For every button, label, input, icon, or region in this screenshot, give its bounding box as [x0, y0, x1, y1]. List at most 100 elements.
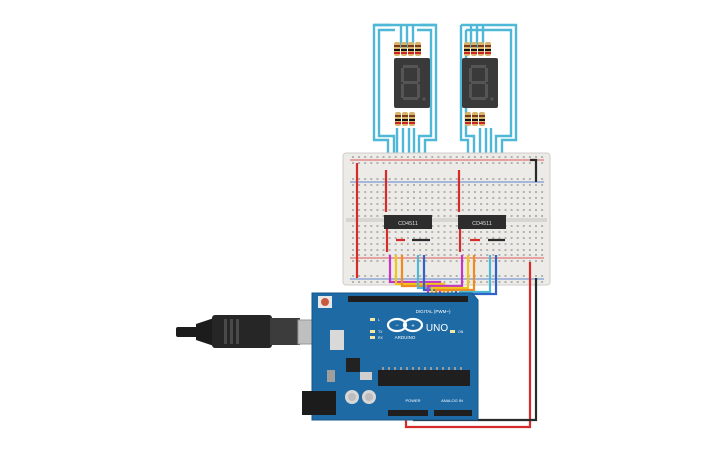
breadboard-hole: [364, 231, 367, 233]
breadboard-hole: [522, 215, 525, 217]
breadboard-hole: [480, 178, 483, 180]
breadboard-hole: [486, 260, 489, 262]
breadboard-hole: [394, 231, 397, 233]
breadboard-hole: [400, 156, 403, 158]
breadboard-hole: [443, 243, 446, 245]
breadboard-hole: [358, 225, 361, 227]
breadboard-hole: [474, 184, 476, 186]
breadboard-hole: [516, 254, 519, 256]
breadboard-holes: [352, 156, 544, 283]
breadboard-hole: [480, 249, 483, 251]
breadboard-hole: [449, 191, 452, 193]
breadboard-hole: [449, 260, 452, 262]
breadboard-hole: [388, 156, 391, 158]
breadboard-hole: [449, 162, 452, 164]
led-label-rx: RX: [378, 336, 384, 340]
breadboard-hole: [461, 249, 464, 251]
breadboard-hole: [419, 156, 422, 158]
breadboard-hole: [431, 254, 434, 256]
breadboard-hole: [370, 184, 373, 186]
breadboard-hole: [358, 209, 361, 211]
breadboard-hole: [425, 243, 428, 245]
breadboard-hole: [376, 209, 379, 211]
breadboard-hole: [358, 254, 361, 256]
resistors-top-left: [394, 42, 421, 56]
power-header[interactable]: [388, 410, 428, 416]
breadboard-hole: [400, 231, 403, 233]
breadboard-hole: [431, 162, 434, 164]
breadboard-hole: [510, 249, 513, 251]
breadboard-hole: [376, 191, 379, 193]
breadboard-hole: [431, 209, 434, 211]
breadboard[interactable]: [342, 152, 551, 286]
breadboard-hole: [425, 178, 428, 180]
breadboard-hole: [541, 215, 544, 217]
arduino-uno-board[interactable]: DIGITAL (PWM~) − + UNO ARDUINO L TX RX O…: [302, 292, 479, 421]
analog-label: ANALOG IN: [441, 398, 463, 403]
breadboard-hole: [461, 162, 464, 164]
breadboard-hole: [370, 281, 373, 283]
breadboard-hole: [498, 254, 501, 256]
power-jack[interactable]: [302, 391, 336, 415]
breadboard-hole: [382, 231, 385, 233]
breadboard-hole: [474, 191, 476, 193]
ic-cd4511-left[interactable]: CD4511: [384, 215, 432, 229]
breadboard-hole: [516, 281, 519, 283]
breadboard-hole: [516, 178, 519, 180]
breadboard-hole: [413, 197, 415, 199]
breadboard-hole: [382, 225, 385, 227]
breadboard-hole: [400, 203, 403, 205]
breadboard-hole: [425, 197, 428, 199]
breadboard-hole: [480, 209, 483, 211]
seven-segment-display-right[interactable]: [462, 58, 498, 108]
breadboard-hole: [467, 191, 470, 193]
breadboard-hole: [461, 203, 464, 205]
analog-header[interactable]: [434, 410, 472, 416]
breadboard-hole: [474, 197, 476, 199]
breadboard-hole: [431, 215, 434, 217]
digital-header[interactable]: [348, 296, 468, 302]
breadboard-hole: [425, 249, 428, 251]
breadboard-hole: [504, 156, 507, 158]
breadboard-hole: [467, 178, 470, 180]
breadboard-hole: [492, 184, 495, 186]
breadboard-hole: [400, 184, 403, 186]
led-label-tx: TX: [378, 330, 383, 334]
breadboard-hole: [437, 254, 440, 256]
breadboard-hole: [364, 209, 367, 211]
breadboard-hole: [498, 249, 501, 251]
ic-cd4511-right[interactable]: CD4511: [458, 215, 506, 229]
breadboard-hole: [388, 197, 391, 199]
breadboard-hole: [480, 281, 483, 283]
breadboard-hole: [352, 184, 354, 186]
breadboard-hole: [467, 209, 470, 211]
breadboard-hole: [352, 254, 354, 256]
breadboard-hole: [382, 237, 385, 239]
breadboard-hole: [486, 249, 489, 251]
breadboard-hole: [443, 249, 446, 251]
breadboard-hole: [413, 249, 415, 251]
seven-segment-display-left[interactable]: [394, 58, 430, 108]
breadboard-hole: [492, 203, 495, 205]
breadboard-hole: [400, 178, 403, 180]
breadboard-hole: [394, 249, 397, 251]
breadboard-hole: [388, 237, 391, 239]
breadboard-hole: [455, 156, 458, 158]
breadboard-hole: [443, 162, 446, 164]
breadboard-hole: [443, 209, 446, 211]
breadboard-hole: [358, 184, 361, 186]
breadboard-hole: [486, 203, 489, 205]
breadboard-hole: [455, 237, 458, 239]
breadboard-hole: [522, 254, 525, 256]
breadboard-hole: [364, 254, 367, 256]
breadboard-hole: [516, 249, 519, 251]
breadboard-hole: [419, 162, 422, 164]
breadboard-hole: [437, 156, 440, 158]
breadboard-hole: [504, 203, 507, 205]
breadboard-hole: [394, 237, 397, 239]
breadboard-hole: [528, 178, 531, 180]
breadboard-hole: [443, 281, 446, 283]
breadboard-hole: [541, 225, 544, 227]
breadboard-hole: [406, 184, 409, 186]
breadboard-hole: [431, 156, 434, 158]
